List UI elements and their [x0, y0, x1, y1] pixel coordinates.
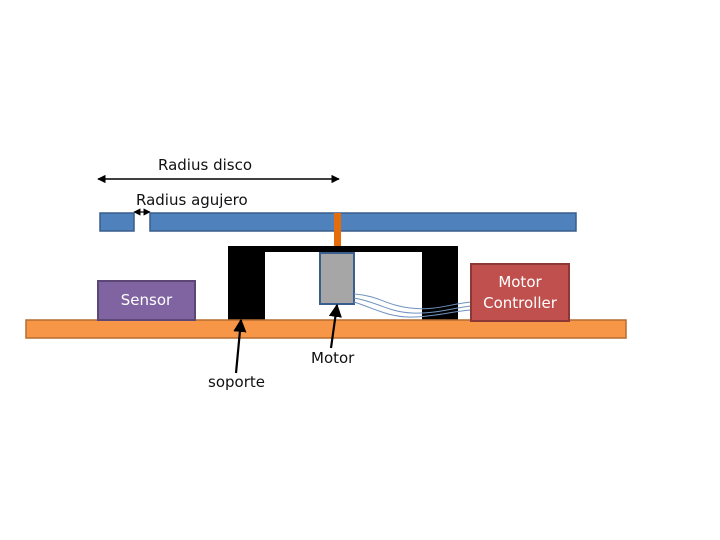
sensor-label: Sensor	[120, 291, 173, 309]
wire-3	[353, 301, 472, 318]
base-plate	[25, 319, 627, 339]
sensor-box	[97, 280, 196, 321]
disk-left-segment	[99, 212, 135, 232]
motor-controller-label: Motor Controller	[483, 272, 557, 312]
motor-controller-box	[470, 263, 570, 322]
support-top-bar	[228, 246, 458, 252]
disk-right-segment	[149, 212, 577, 232]
wire-1	[353, 293, 472, 310]
wire-2	[353, 297, 472, 314]
radius-agujero-label: Radius agujero	[136, 191, 248, 209]
support-left-leg	[228, 246, 265, 320]
motor-label: Motor	[311, 349, 355, 367]
motor-shaft	[334, 213, 341, 253]
motor-body	[319, 252, 355, 305]
soporte-callout-arrow	[233, 318, 247, 374]
radius-disco-label: Radius disco	[158, 156, 252, 174]
soporte-label: soporte	[208, 373, 265, 391]
motor-callout-arrow	[328, 303, 342, 349]
